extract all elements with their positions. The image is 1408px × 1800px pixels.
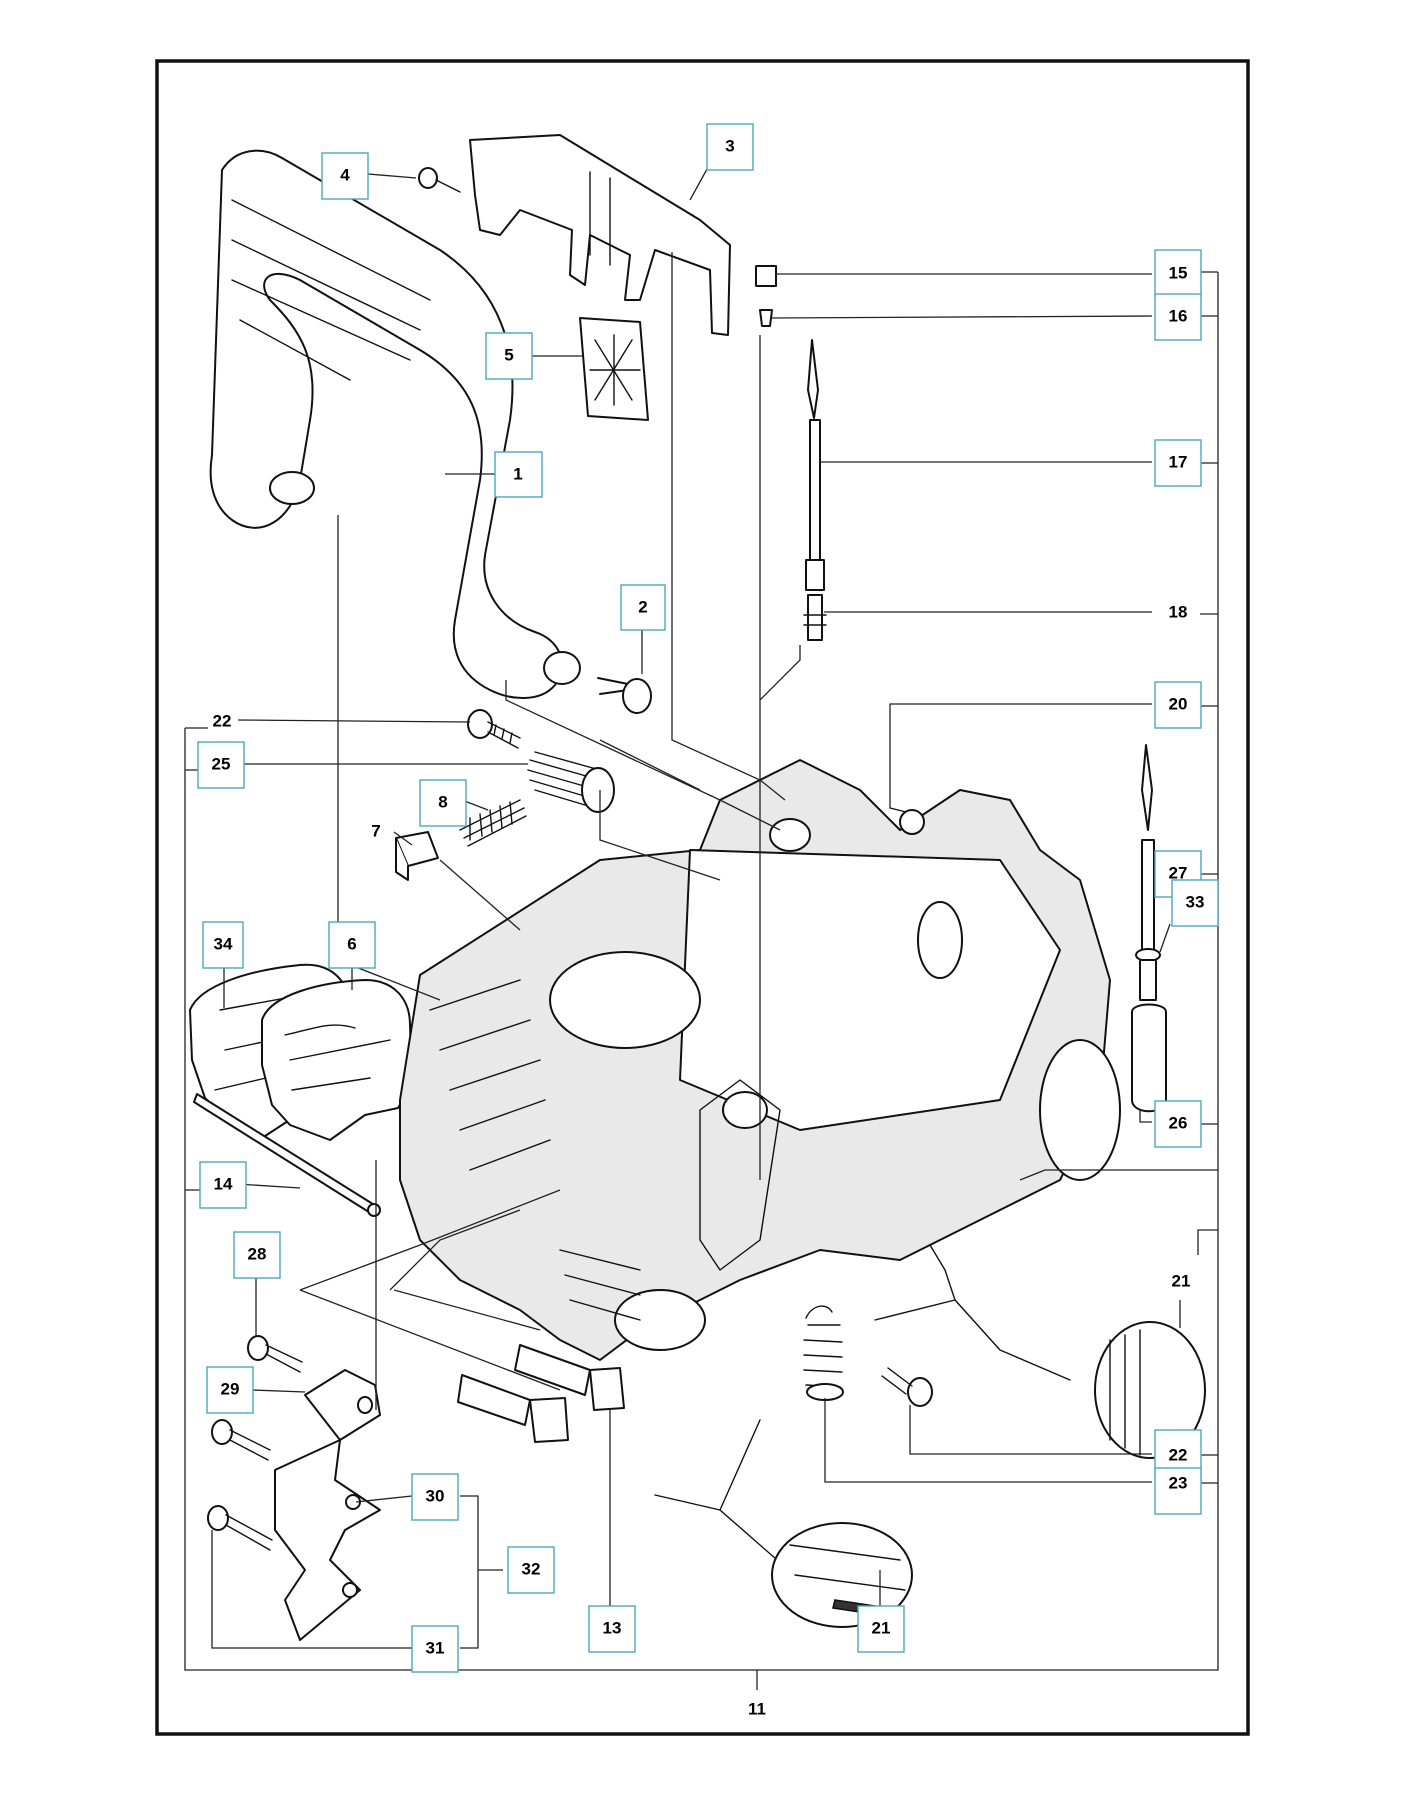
callout-1: 1 [494,451,543,498]
part-22-screw-top [467,709,521,749]
callout-16: 16 [1154,293,1202,341]
part-23-spring [803,1305,844,1401]
callout-33: 33 [1171,879,1219,927]
callout-20: 20 [1154,681,1202,729]
part-27-hose [1141,744,1155,951]
callout-6: 6 [328,921,376,969]
part-25-spring [527,751,615,813]
callout-13: 13 [588,1605,636,1653]
callout-23: 23 [1154,1467,1202,1515]
part-29-bracket [304,1369,381,1441]
svg-text:7: 7 [371,821,380,840]
svg-text:33: 33 [1186,892,1205,911]
svg-text:31: 31 [426,1638,445,1657]
svg-text:23: 23 [1169,1473,1188,1492]
callout-2: 2 [620,584,666,631]
callout-25: 25 [197,741,245,789]
part-7-block [395,831,439,881]
part-30-screw [211,1419,271,1461]
part-4-screw [418,167,461,193]
svg-text:32: 32 [522,1559,541,1578]
svg-text:3: 3 [725,136,734,155]
callout-15: 15 [1154,249,1202,297]
svg-text:1: 1 [513,464,522,483]
svg-text:18: 18 [1169,602,1188,621]
callout-26: 26 [1154,1100,1202,1148]
callout-8: 8 [419,779,467,827]
part-8-spring [459,799,527,847]
part-28-screw [247,1335,303,1373]
svg-text:15: 15 [1169,263,1188,282]
callout-22-top: 22 [213,711,232,730]
callout-18: 18 [1169,602,1188,621]
svg-text:29: 29 [221,1379,240,1398]
svg-text:25: 25 [212,754,231,773]
part-15-cap [755,265,777,287]
part-2-screw [597,677,652,714]
part-5-filter-plate [579,317,649,421]
svg-text:30: 30 [426,1486,445,1505]
part-32-bracket [274,1439,381,1641]
svg-text:34: 34 [214,934,233,953]
callout-21-bottom: 21 [857,1605,905,1653]
svg-text:26: 26 [1169,1113,1188,1132]
svg-text:14: 14 [214,1174,233,1193]
callout-31: 31 [411,1625,459,1673]
svg-text:17: 17 [1169,452,1188,471]
svg-text:6: 6 [347,934,356,953]
callout-21-right: 21 [1172,1271,1191,1290]
svg-text:22: 22 [213,711,232,730]
part-26-fuel-filter [1131,959,1167,1113]
part-21-oil-cap-bottom [654,1419,913,1628]
svg-text:4: 4 [340,165,350,184]
callout-32: 32 [507,1546,555,1594]
svg-text:8: 8 [438,792,447,811]
part-3-cover-plate [469,134,731,336]
svg-text:16: 16 [1169,306,1188,325]
callout-7: 7 [371,821,380,840]
part-21-fuel-cap-right [874,1244,1206,1459]
part-13-bolts [457,1344,625,1443]
svg-text:13: 13 [603,1618,622,1637]
svg-text:11: 11 [748,1699,766,1718]
callout-3: 3 [706,123,754,171]
callout-5: 5 [485,332,533,380]
part-11-crankcase [399,759,1121,1361]
svg-text:22: 22 [1169,1445,1188,1464]
callout-34: 34 [202,921,244,969]
leader-lines [184,159,1219,1690]
svg-text:5: 5 [504,345,513,364]
callout-14: 14 [199,1161,247,1209]
part-1-chain-brake-handle [209,149,581,699]
part-20-bushing [889,807,925,835]
diagram-frame [155,59,1250,1736]
part-31-screw [207,1505,273,1551]
callout-30: 30 [411,1473,459,1521]
svg-text:21: 21 [1172,1271,1191,1290]
callout-17: 17 [1154,439,1202,487]
callout-29: 29 [206,1366,254,1414]
callout-28: 28 [233,1231,281,1279]
part-22-screw-bottom [881,1367,933,1407]
callout-11: 11 [748,1699,766,1718]
svg-text:2: 2 [638,597,647,616]
svg-text:28: 28 [248,1244,267,1263]
part-17-fuel-hose [805,339,825,591]
svg-text:27: 27 [1169,863,1188,882]
callout-4: 4 [321,152,369,200]
svg-text:21: 21 [872,1618,891,1637]
part-16-valve [759,309,773,327]
part-18-nipple [803,594,827,641]
part-14-rod [193,1093,381,1217]
part-6-plate [261,979,413,1141]
svg-text:20: 20 [1169,694,1188,713]
